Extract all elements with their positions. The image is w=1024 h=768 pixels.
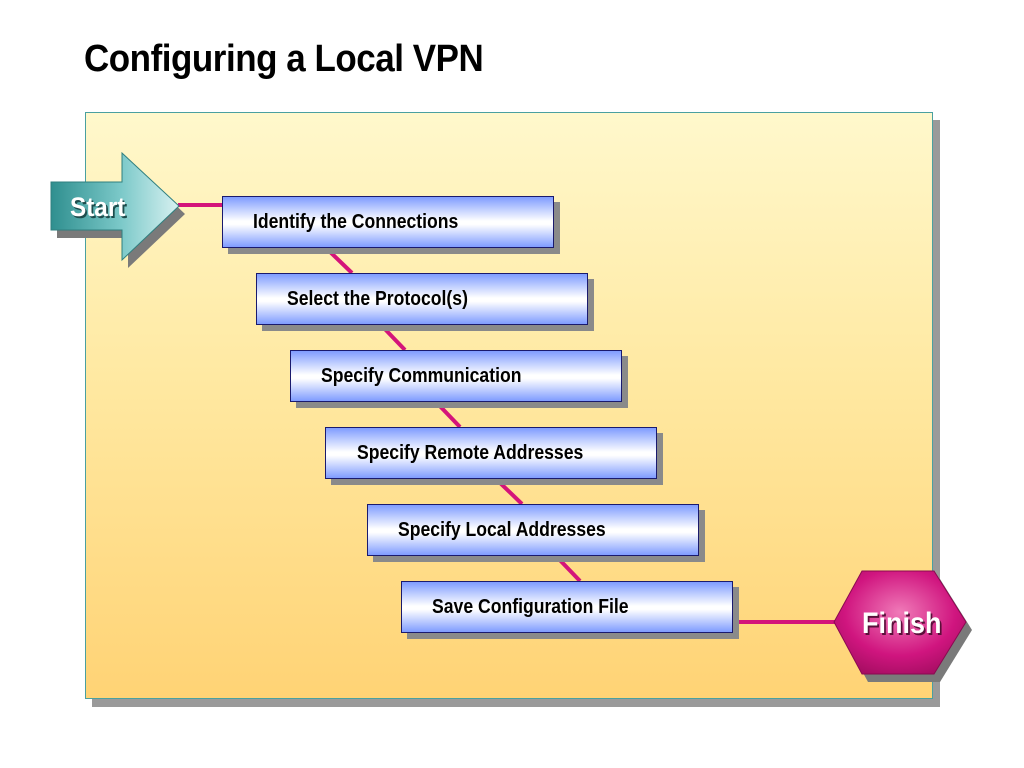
step-save-configuration-file: Save Configuration File [401, 581, 733, 633]
finish-hexagon-icon [833, 570, 967, 675]
step-label: Specify Remote Addresses [357, 441, 584, 464]
step-label: Select the Protocol(s) [287, 287, 468, 310]
step-specify-local-addresses: Specify Local Addresses [367, 504, 699, 556]
step-label: Identify the Connections [253, 210, 459, 233]
step-select-protocols: Select the Protocol(s) [256, 273, 588, 325]
finish-label: Finish [862, 607, 942, 640]
step-label: Specify Communication [321, 364, 522, 387]
page-title: Configuring a Local VPN [84, 38, 484, 80]
start-label: Start [70, 192, 126, 222]
step-label: Save Configuration File [432, 595, 629, 618]
step-specify-remote-addresses: Specify Remote Addresses [325, 427, 657, 479]
step-label: Specify Local Addresses [398, 518, 606, 541]
start-arrow-icon [50, 151, 180, 262]
step-specify-communication: Specify Communication [290, 350, 622, 402]
step-identify-connections: Identify the Connections [222, 196, 554, 248]
